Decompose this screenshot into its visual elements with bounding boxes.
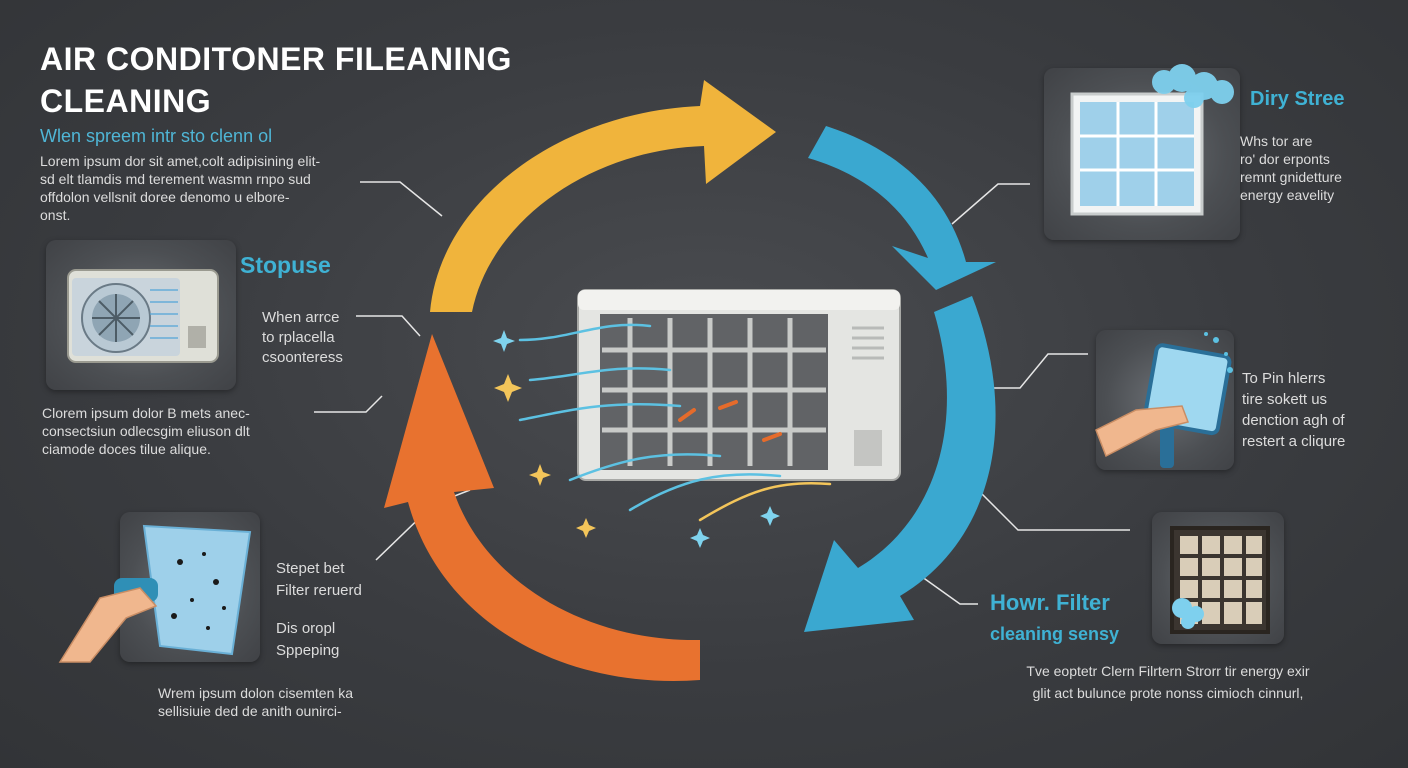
pleated-filter-panel [1152, 512, 1284, 644]
howr-heading: Howr. Filter [990, 590, 1110, 615]
squeegee-panel [1095, 330, 1234, 470]
page-subtitle: Wlen spreem intr sto clenn ol [40, 126, 273, 146]
filter-step-note: Stepet bet Filter reruerd [276, 560, 362, 599]
yellow-arrow [430, 80, 776, 312]
connector-howr [917, 573, 978, 605]
dirty-body: Whs tor are ro' dor erponts remnt gnidet… [1240, 133, 1342, 203]
blue-arrow-right [804, 296, 996, 632]
orange-arrow [384, 334, 700, 681]
connector-stopuse-body [314, 395, 383, 413]
hand-cleaning-icon [58, 524, 252, 663]
pleated-filter-icon [1170, 526, 1270, 634]
dirty-filter-panel [1044, 64, 1240, 240]
squeegee-icon [1095, 332, 1233, 468]
connector-blue-low [981, 493, 1130, 531]
blue-arrow-top [808, 126, 996, 290]
washing-filter-panel [58, 512, 260, 663]
dirty-filter-icon [1070, 64, 1234, 216]
dirty-heading: Diry Stree [1250, 88, 1345, 110]
connector-dirty [951, 183, 1030, 225]
connector-stopuse [356, 315, 421, 337]
outdoor-unit-icon [67, 269, 219, 363]
indoor-ac-unit [493, 289, 901, 548]
stopuse-body: Clorem ipsum dolor B mets anec- consects… [42, 405, 250, 457]
connector-intro [360, 181, 443, 217]
filter-step-note-2: Dis oropl Sppeping [276, 620, 340, 659]
pin-body: To Pin hlerrs tire sokett us denction ag… [1242, 370, 1346, 450]
filter-step-body: Wrem ipsum dolon cisemten ka sellisiuie … [158, 685, 354, 719]
stopuse-heading: Stopuse [240, 252, 331, 278]
intro-text: Lorem ipsum dor sit amet,colt adipisinin… [40, 153, 321, 223]
howr-body: Tve eoptetr Clern Filrtern Strorr tir en… [1026, 663, 1310, 701]
outdoor-unit-panel [46, 240, 236, 390]
howr-subheading: cleaning sensy [990, 624, 1120, 644]
stopuse-note: When arrce to rplacella csoonteress [262, 309, 343, 366]
page-title: AIR CONDITONER FILEANING CLEANING [40, 41, 512, 119]
